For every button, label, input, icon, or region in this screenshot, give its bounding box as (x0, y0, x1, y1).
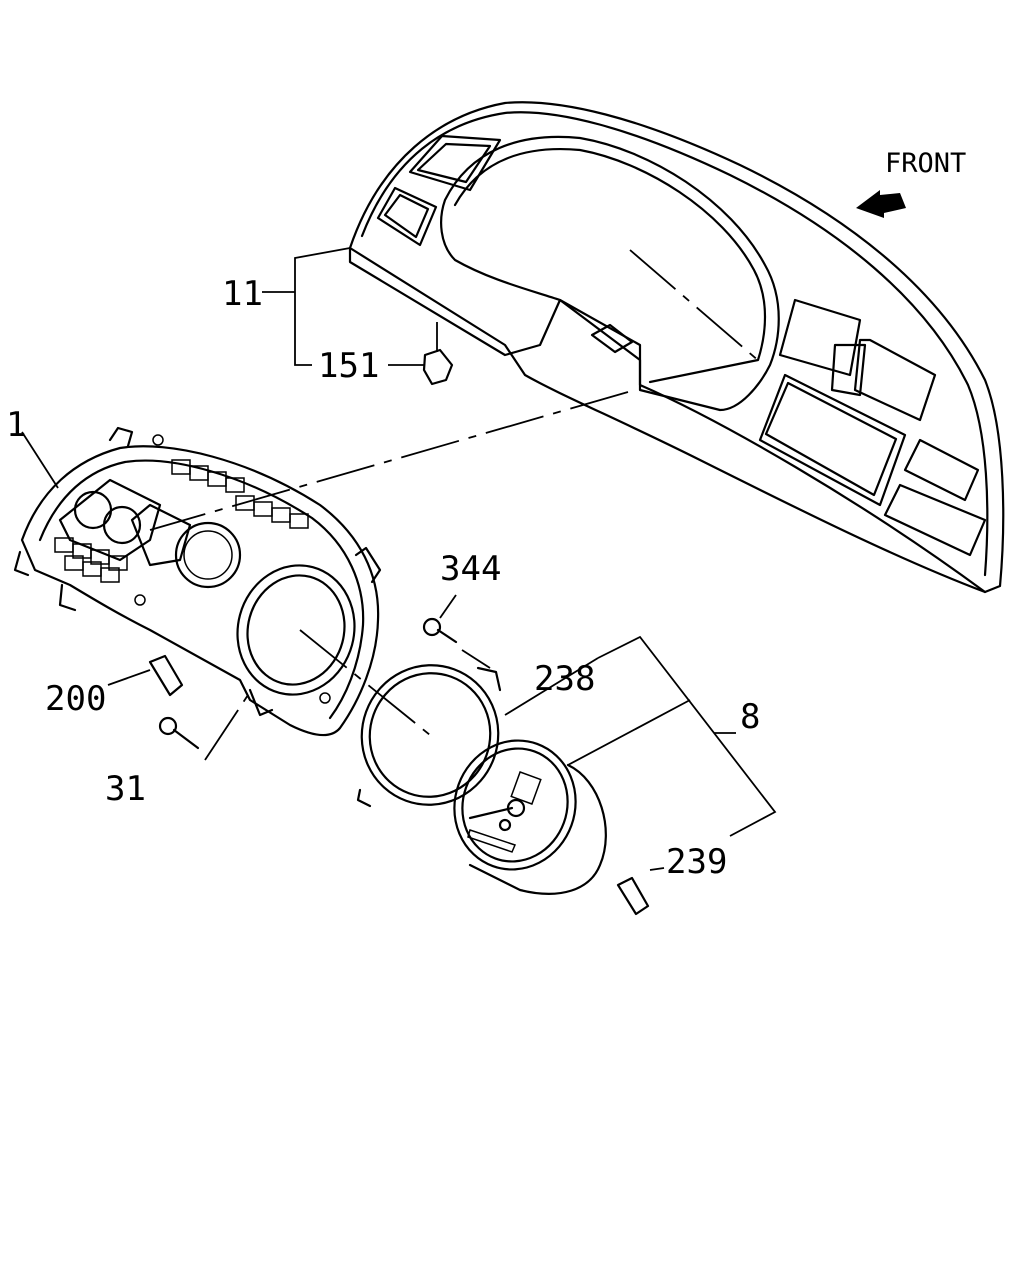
bulb-200 (148, 654, 184, 697)
meter-cluster-housing (13, 426, 382, 737)
part-label-151: 151 (318, 346, 379, 386)
bulb-239 (616, 876, 650, 916)
screw-31 (158, 716, 200, 750)
screw-344 (422, 617, 458, 644)
part-label-238: 238 (534, 659, 595, 699)
clip-151 (388, 348, 454, 386)
instrument-panel-bezel (348, 101, 1005, 594)
leader-lines (21, 247, 777, 871)
part-label-239: 239 (666, 842, 727, 882)
part-label-1: 1 (6, 405, 26, 445)
part-label-31: 31 (105, 769, 146, 809)
part-label-8: 8 (740, 697, 760, 737)
meter-lens-ring (356, 664, 502, 808)
part-label-344: 344 (440, 549, 501, 589)
front-label: FRONT (885, 148, 966, 179)
part-label-200: 200 (45, 679, 106, 719)
front-direction-arrow-icon (856, 190, 906, 218)
part-label-11: 11 (222, 274, 263, 314)
speedometer-assembly (453, 739, 607, 895)
